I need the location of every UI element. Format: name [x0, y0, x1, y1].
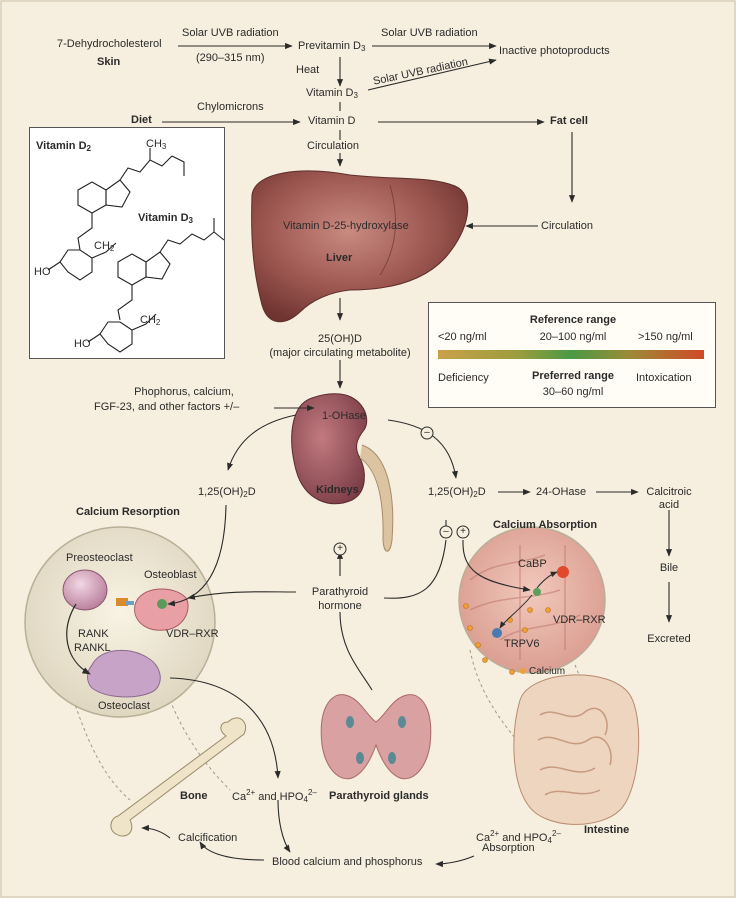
chemical-structures-box: [29, 127, 225, 359]
bone-illustration: [110, 717, 246, 837]
rankl-label: RANKL: [74, 642, 111, 654]
circulation-label-2: Circulation: [541, 220, 593, 232]
reference-range-gradient-bar: [438, 350, 704, 359]
cabp-protein: [557, 566, 569, 578]
mineral-label-bone: Ca2+ and HPO42–: [232, 788, 317, 804]
vitamin-d2-title: Vitamin D2: [36, 140, 91, 153]
factors-label-2: FGF-23, and other factors +/–: [94, 401, 240, 413]
ch2-label-1: CH2: [94, 240, 115, 253]
skin-label: Skin: [97, 56, 121, 68]
intestine-label: Intestine: [584, 824, 630, 836]
vitamin-d3-title: Vitamin D3: [138, 212, 193, 225]
bone-label: Bone: [180, 790, 208, 802]
trpv6-label: TRPV6: [504, 638, 540, 650]
bile-label: Bile: [659, 562, 679, 574]
range-mid-label: 20–100 ng/ml: [539, 331, 607, 343]
dehydrocholesterol-label: 7-Dehydrocholesterol: [57, 38, 162, 50]
twentyfour-ohase-label: 24-OHase: [536, 486, 587, 498]
reference-range-title: Reference range: [529, 314, 617, 326]
circulation-label-1: Circulation: [307, 140, 359, 152]
vdr-receptor: [533, 588, 541, 596]
diet-label: Diet: [131, 114, 152, 126]
osteoblast-label: Osteoblast: [144, 569, 197, 581]
factors-label-1: Phophorus, calcium,: [134, 386, 234, 398]
previtamin-d3-label: Previtamin D3: [298, 40, 366, 53]
vitamin-d3-label: Vitamin D3: [306, 87, 358, 100]
kidney-illustration: [291, 393, 394, 552]
uvb-label-1: Solar UVB radiation: [182, 27, 279, 39]
preosteoclast-cell: [62, 569, 108, 611]
intestine-illustration: [513, 674, 640, 825]
calcium-dot-icon: [520, 668, 526, 674]
absorption-inhibition-sign: –: [443, 526, 449, 537]
calcitriol-right-label: 1,25(OH)2D: [428, 486, 486, 499]
osteoblast-cell: [134, 588, 189, 631]
one-ohase-label: 1-OHase: [322, 410, 367, 422]
pth-stimulation-sign: +: [337, 543, 343, 554]
calcium-legend-label: Calcium: [520, 665, 565, 678]
mineral-label-intestine: Ca2+ and HPO42–: [476, 829, 561, 845]
absorption-vdr-label: VDR–RXR: [553, 614, 606, 626]
absorption-inset: [458, 526, 606, 674]
deficiency-label: Deficiency: [438, 372, 489, 384]
pth-label-1: Parathyroid: [311, 586, 369, 598]
calcitroic-acid-label-2: acid: [658, 499, 680, 511]
uvb-label-2: Solar UVB radiation: [381, 27, 478, 39]
kidneys-label: Kidneys: [316, 484, 359, 496]
excreted-label: Excreted: [647, 633, 691, 645]
kidney-inhibition-sign: –: [424, 427, 430, 438]
calcitriol-left-label: 1,25(OH)2D: [198, 486, 256, 499]
calcification-label: Calcification: [178, 832, 238, 844]
intoxication-label: Intoxication: [636, 372, 692, 384]
preferred-range-value: 30–60 ng/ml: [542, 386, 604, 398]
liver-label: Liver: [326, 252, 353, 264]
metabolite-note: (major circulating metabolite): [269, 347, 411, 359]
fat-cell-label: Fat cell: [550, 115, 588, 127]
parathyroid-glands-label: Parathyroid glands: [329, 790, 429, 802]
ho-label-2: HO: [74, 338, 91, 350]
metabolite-label: 25(OH)D: [317, 333, 362, 345]
ho-label-1: HO: [34, 266, 51, 278]
preosteoclast-label: Preosteoclast: [66, 552, 133, 564]
ch2-label-2: CH2: [140, 314, 161, 327]
absorption-stimulation-sign: +: [460, 526, 466, 537]
rank-label: RANK: [78, 628, 109, 640]
vitamin-d-label: Vitamin D: [308, 115, 356, 127]
liver-illustration: [251, 170, 469, 323]
ch3-label: CH3: [146, 138, 167, 151]
blood-calcium-label: Blood calcium and phosphorus: [272, 856, 423, 868]
resorption-vdr-label: VDR–RXR: [166, 628, 219, 640]
absorption-label: Absorption: [482, 842, 535, 854]
range-low-label: <20 ng/ml: [438, 331, 487, 343]
osteoclast-cell: [87, 649, 161, 698]
parathyroid-glands-illustration: [320, 694, 432, 780]
preferred-range-title: Preferred range: [532, 370, 614, 382]
range-high-label: >150 ng/ml: [638, 331, 693, 343]
uvb-range-label: (290–315 nm): [196, 52, 265, 64]
chylomicrons-label: Chylomicrons: [197, 101, 264, 113]
inactive-photoproducts-label: Inactive photoproducts: [499, 45, 610, 57]
calcitroic-acid-label-1: Calcitroic: [646, 486, 692, 498]
heat-label: Heat: [296, 64, 320, 76]
calcium-absorption-title: Calcium Absorption: [493, 519, 598, 531]
trpv6-channel: [492, 628, 502, 638]
hydroxylase-label: Vitamin D-25-hydroxylase: [283, 220, 409, 232]
osteoclast-label: Osteoclast: [98, 700, 150, 712]
pth-label-2: hormone: [318, 600, 362, 612]
calcium-resorption-title: Calcium Resorption: [76, 506, 180, 518]
cabp-label: CaBP: [518, 558, 547, 570]
